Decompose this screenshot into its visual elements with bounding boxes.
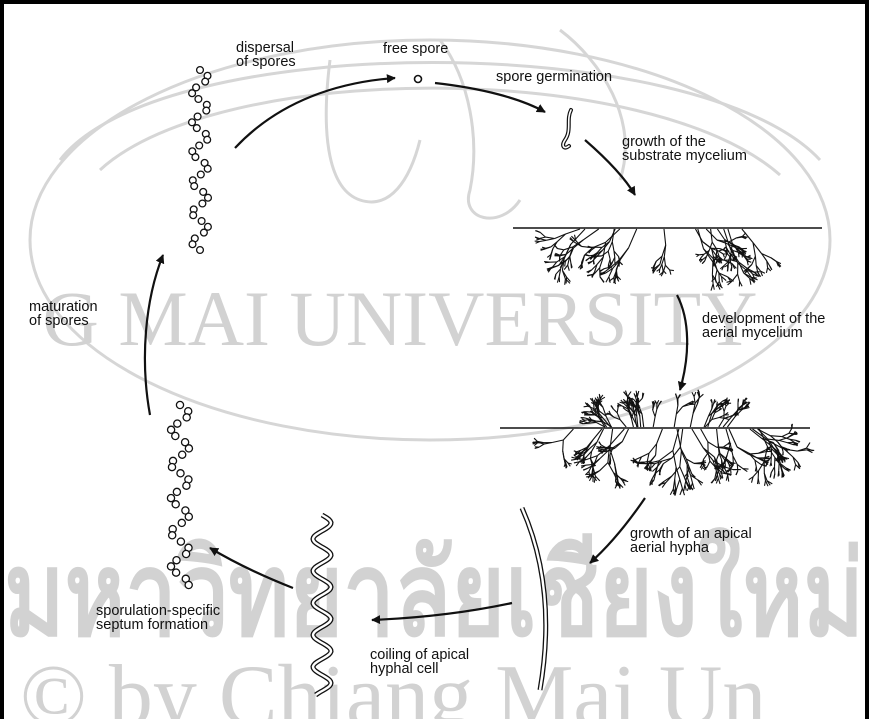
spore-cell <box>179 451 186 458</box>
spore-cell <box>172 432 179 439</box>
arrow-free-spore-to-germination <box>435 83 545 112</box>
spore-cell <box>183 414 190 421</box>
label-growth-apical-aerial-hypha: growth of an apical aerial hypha <box>630 527 752 555</box>
spore-cell <box>202 78 209 85</box>
spore-cell <box>201 229 208 236</box>
free-spore-dot <box>415 76 422 83</box>
label-sporulation-septum-formation: sporulation-specific septum formation <box>96 604 220 632</box>
spore-cell <box>191 183 198 190</box>
spore-cell <box>203 107 210 114</box>
spore-cell <box>176 401 183 408</box>
label-spore-germination: spore germination <box>496 70 612 84</box>
spore-cell <box>204 165 211 172</box>
spore-cell <box>200 189 207 196</box>
apical-aerial-hypha <box>522 508 546 690</box>
spore-cell <box>173 569 180 576</box>
spore-cell <box>189 241 196 248</box>
spore-cell <box>205 194 212 201</box>
septated-spore-chain <box>167 401 192 588</box>
spore-cell <box>197 171 204 178</box>
spore-cell <box>168 464 175 471</box>
arrow-substrate-to-aerial <box>677 295 687 390</box>
substrate-mycelium <box>535 229 781 291</box>
coiled-hyphal-cell <box>313 515 331 695</box>
spore-cell <box>197 247 204 254</box>
spore-cell <box>167 563 174 570</box>
spore-cell <box>173 557 180 564</box>
label-maturation-of-spores: maturation of spores <box>29 300 98 328</box>
spore-cell <box>197 67 204 74</box>
label-free-spore: free spore <box>383 42 448 56</box>
spore-cell <box>173 488 180 495</box>
spore-cell <box>190 212 197 219</box>
arrow-dispersal-to-free-spore <box>235 78 395 148</box>
spore-cell <box>199 200 206 207</box>
aerial-mycelium-aerial-part <box>579 390 750 427</box>
label-development-aerial-mycelium: development of the aerial mycelium <box>702 312 825 340</box>
label-coiling-apical-hyphal-cell: coiling of apical hyphal cell <box>370 648 469 676</box>
spore-cell <box>204 136 211 143</box>
aerial-mycelium-substrate-part <box>532 424 814 496</box>
spore-cell <box>185 513 192 520</box>
spore-cell <box>192 154 199 161</box>
arrow-maturation-to-dispersal <box>145 255 163 415</box>
spore-cell <box>169 532 176 539</box>
spore-cell <box>196 142 203 149</box>
spore-cell <box>183 482 190 489</box>
mature-spore-chain <box>189 67 212 254</box>
spore-cell <box>167 495 174 502</box>
spore-cell <box>177 538 184 545</box>
spore-cell <box>172 501 179 508</box>
spore-cell <box>194 113 201 120</box>
label-growth-substrate-mycelium: growth of the substrate mycelium <box>622 135 747 163</box>
spore-cell <box>189 90 196 97</box>
label-dispersal-of-spores: dispersal of spores <box>236 41 296 69</box>
spore-cell <box>193 125 200 132</box>
spore-cell <box>177 470 184 477</box>
spore-cell <box>198 218 205 225</box>
spore-cell <box>185 581 192 588</box>
spore-cell <box>178 519 185 526</box>
spore-cell <box>195 96 202 103</box>
spore-cell <box>174 420 181 427</box>
spore-cell <box>183 550 190 557</box>
spore-cell <box>185 445 192 452</box>
arrow-coiling-to-septum <box>210 548 293 588</box>
spore-cell <box>189 119 196 126</box>
arrow-apical-to-coiling <box>372 603 512 620</box>
